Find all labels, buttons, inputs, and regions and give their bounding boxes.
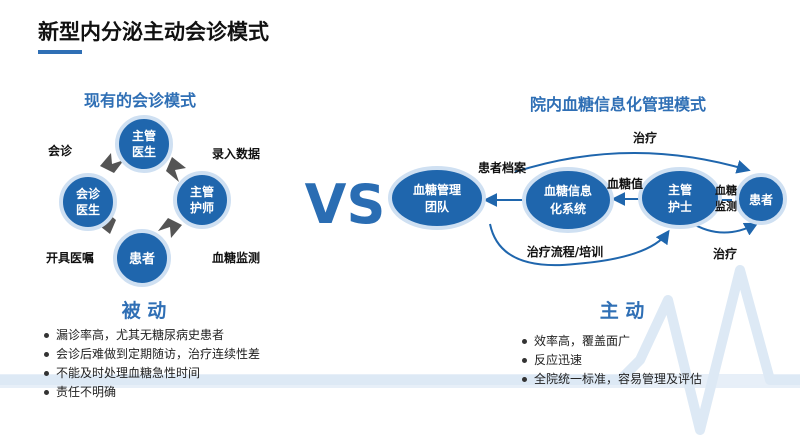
arrow-process-training xyxy=(489,223,670,267)
node-label-line: 血糖信息 xyxy=(544,183,592,198)
node-label-line: 患者 xyxy=(129,251,155,267)
node-label-line: 患者 xyxy=(749,192,773,207)
active-mode-label: 主 动 xyxy=(600,300,645,322)
arrow-bottom-right xyxy=(158,218,182,238)
node-attending-doctor: 主管 医生 xyxy=(115,115,173,173)
label-enter-data: 录入数据 xyxy=(212,146,260,161)
list-item: 不能及时处理血糖急性时间 xyxy=(42,364,260,383)
right-heading: 院内血糖信息化管理模式 xyxy=(530,95,706,114)
title-underline xyxy=(38,50,82,54)
node-label-line: 会诊 xyxy=(76,186,101,201)
label-monitoring-line: 监测 xyxy=(715,199,737,213)
label-treatment-bottom: 治疗 xyxy=(713,246,737,261)
arrow-top-left xyxy=(100,153,124,173)
node-patient-left: 患者 xyxy=(113,229,171,287)
node-label-line: 护师 xyxy=(190,200,214,215)
node-label-line: 团队 xyxy=(425,199,450,214)
list-item: 效率高，覆盖面广 xyxy=(520,332,702,351)
label-glucose-value: 血糖值 xyxy=(607,176,643,191)
label-patient-records: 患者档案 xyxy=(478,160,527,175)
node-patient-right: 患者 xyxy=(735,173,787,225)
label-prescribe: 开具医嘱 xyxy=(46,251,94,265)
page-title: 新型内分泌主动会诊模式 xyxy=(38,20,269,44)
list-item: 会诊后难做到定期随访，治疗连续性差 xyxy=(42,345,260,364)
node-glucose-team: 血糖管理 团队 xyxy=(388,166,486,230)
node-attending-nurse: 主管 护师 xyxy=(173,171,231,229)
heartbeat-line xyxy=(0,265,800,435)
node-charge-nurse: 主管 护士 xyxy=(638,167,722,229)
node-consult-doctor: 会诊 医生 xyxy=(59,173,117,231)
node-glucose-system: 血糖信息 化系统 xyxy=(522,167,614,233)
node-label-line: 血糖管理 xyxy=(413,182,461,197)
passive-mode-label: 被 动 xyxy=(122,299,167,322)
right-bullet-list: 效率高，覆盖面广 反应迅速 全院统一标准，容易管理及评估 xyxy=(520,332,702,389)
flow-arrows xyxy=(483,152,759,267)
list-item: 漏诊率高，尤其无糖尿病史患者 xyxy=(42,326,260,345)
label-consult: 会诊 xyxy=(48,143,73,158)
node-label-line: 医生 xyxy=(76,202,100,217)
arrow-treatment-top xyxy=(514,152,751,174)
node-label-line: 化系统 xyxy=(550,201,586,216)
vs-text: VS xyxy=(305,173,386,236)
node-label-line: 护士 xyxy=(668,199,692,214)
list-item: 全院统一标准，容易管理及评估 xyxy=(520,370,702,389)
arrow-top-right xyxy=(166,157,186,182)
label-glucose-monitor: 血糖监测 xyxy=(212,250,260,265)
left-heading: 现有的会诊模式 xyxy=(84,91,196,110)
label-monitoring-line: 血糖 xyxy=(715,183,737,197)
label-process-training: 治疗流程/培训 xyxy=(527,244,603,259)
list-item: 责任不明确 xyxy=(42,383,260,402)
node-label-line: 主管 xyxy=(132,128,156,143)
list-item: 反应迅速 xyxy=(520,351,702,370)
label-treatment-top: 治疗 xyxy=(633,130,657,145)
left-bullet-list: 漏诊率高，尤其无糖尿病史患者 会诊后难做到定期随访，治疗连续性差 不能及时处理血… xyxy=(42,326,260,402)
node-label-line: 主管 xyxy=(190,184,214,199)
node-label-line: 医生 xyxy=(132,144,156,159)
node-label-line: 主管 xyxy=(668,182,692,197)
